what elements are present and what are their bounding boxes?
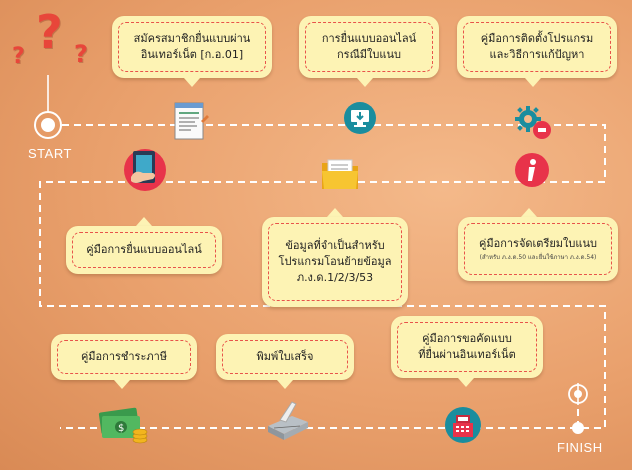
monitor-download-icon[interactable] xyxy=(343,101,377,135)
step-online-filing-pointer xyxy=(357,78,373,87)
step-register[interactable]: สมัครสมาชิกยื่นแบบผ่าน อินเทอร์เน็ต [ก.อ… xyxy=(112,16,272,78)
step-print-line-1: พิมพ์ใบเสร็จ xyxy=(256,350,314,364)
receipt-printer-icon[interactable] xyxy=(262,398,314,442)
step-prepare-line-1: คู่มือการจัดเตรียมใบแนบ xyxy=(478,237,597,251)
step-register-line-2: อินเทอร์เน็ต [ก.อ.01] xyxy=(140,48,244,61)
step-required-info-pointer xyxy=(327,208,343,217)
info-icon[interactable] xyxy=(514,152,550,188)
question-mark-left: ? xyxy=(12,44,25,69)
step-online-manual-pointer xyxy=(136,217,152,226)
step-prepare-note: (สำหรับ ภ.ง.ด.50 และยื่นใช้ภาษา ภ.ง.ด.54… xyxy=(479,254,597,262)
step-online-filing-line-1: การยื่นแบบออนไลน์ xyxy=(321,32,417,46)
step-copy-request[interactable]: คู่มือการขอคัดแบบ ที่ยื่นผ่านอินเทอร์เน็… xyxy=(391,316,543,378)
start-node-icon xyxy=(34,111,62,139)
step-print[interactable]: พิมพ์ใบเสร็จ xyxy=(216,334,354,380)
step-prepare-pointer xyxy=(521,208,537,217)
step-print-pointer xyxy=(277,380,293,389)
step-copy-request-line-2: ที่ยื่นผ่านอินเทอร์เน็ต xyxy=(418,348,516,361)
step-install-line-2: และวิธีการแก้ปัญหา xyxy=(489,48,585,61)
question-mark-right: ? xyxy=(74,40,88,68)
step-online-filing-line-2: กรณีมีใบแนบ xyxy=(337,48,401,61)
money-icon[interactable]: $ xyxy=(98,400,150,446)
step-register-line-1: สมัครสมาชิกยื่นแบบผ่าน xyxy=(133,32,251,46)
step-required-info-line-3: ภ.ง.ด.1/2/3/53 xyxy=(296,270,374,284)
step-online-manual[interactable]: คู่มือการยื่นแบบออนไลน์ xyxy=(66,226,222,274)
step-install-line-1: คู่มือการติดตั้งโปรแกรม xyxy=(480,32,594,46)
finish-node-icon xyxy=(568,384,588,434)
step-online-manual-line-1: คู่มือการยื่นแบบออนไลน์ xyxy=(86,243,202,257)
step-copy-request-pointer xyxy=(458,378,474,387)
step-payment-pointer xyxy=(114,380,130,389)
svg-text:$: $ xyxy=(118,423,124,434)
cash-register-icon[interactable] xyxy=(445,405,481,445)
folder-icon[interactable] xyxy=(320,157,360,191)
gear-icon[interactable] xyxy=(513,104,553,140)
path-row-1 xyxy=(39,124,606,429)
step-required-info[interactable]: ข้อมูลที่จำเป็นสำหรับ โปรแกรมโอนย้ายข้อม… xyxy=(262,217,408,307)
step-install-pointer xyxy=(525,78,541,87)
step-payment-line-1: คู่มือการชำระภาษี xyxy=(80,350,168,364)
step-payment[interactable]: คู่มือการชำระภาษี xyxy=(51,334,197,380)
step-copy-request-line-1: คู่มือการขอคัดแบบ xyxy=(422,332,512,346)
step-online-filing[interactable]: การยื่นแบบออนไลน์ กรณีมีใบแนบ xyxy=(299,16,439,78)
step-install[interactable]: คู่มือการติดตั้งโปรแกรม และวิธีการแก้ปัญ… xyxy=(457,16,617,78)
form-document-icon[interactable] xyxy=(173,99,209,141)
question-mark-large: ? xyxy=(36,5,63,59)
step-required-info-line-1: ข้อมูลที่จำเป็นสำหรับ xyxy=(285,239,385,253)
step-prepare[interactable]: คู่มือการจัดเตรียมใบแนบ (สำหรับ ภ.ง.ด.50… xyxy=(458,217,618,281)
finish-label: FINISH xyxy=(557,440,603,455)
step-register-pointer xyxy=(184,78,200,87)
start-label: START xyxy=(28,146,72,161)
step-required-info-line-2: โปรแกรมโอนย้ายข้อมูล xyxy=(278,255,392,269)
tablet-hand-icon[interactable] xyxy=(123,147,167,193)
